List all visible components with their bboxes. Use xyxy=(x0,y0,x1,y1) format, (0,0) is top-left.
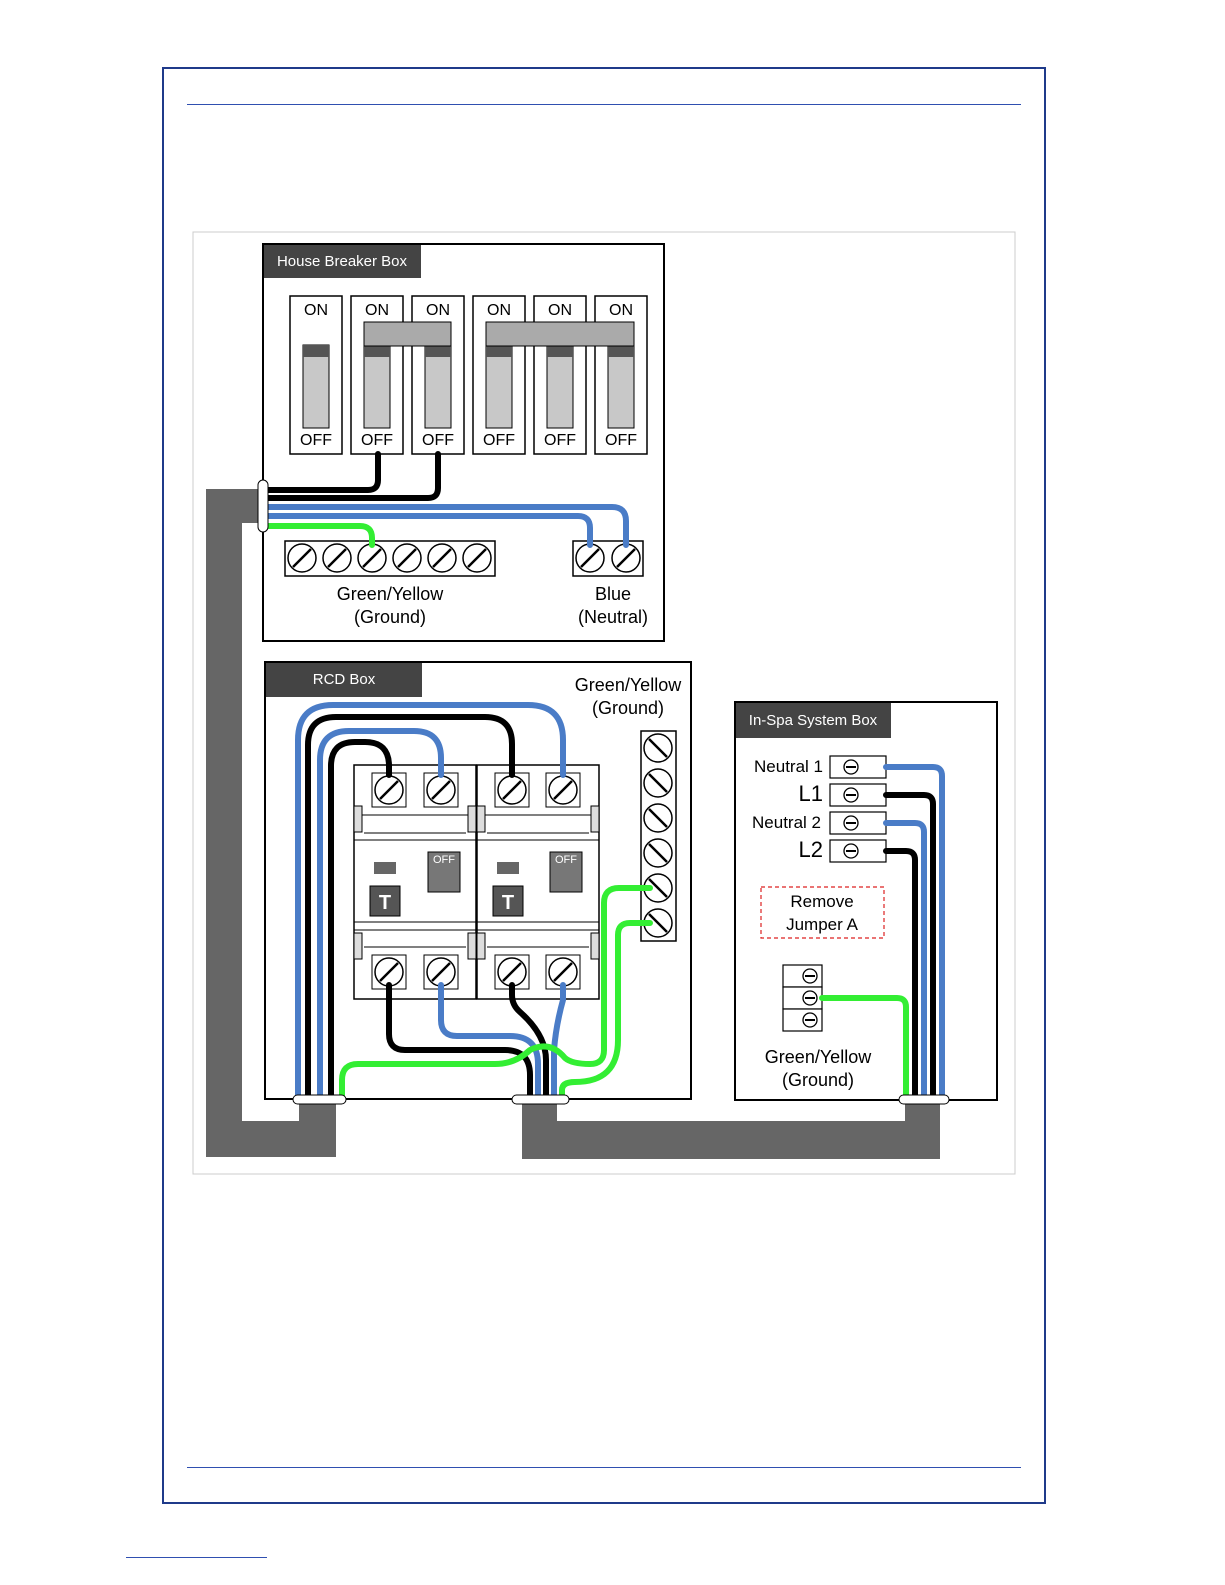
house-neutral-label-1: Blue xyxy=(595,584,631,604)
breaker-off-label: OFF xyxy=(300,432,332,449)
breaker-5[interactable]: ON OFF xyxy=(534,296,586,454)
breaker-2[interactable]: ON OFF xyxy=(351,296,403,454)
test-button-label: T xyxy=(379,892,391,914)
spa-ground-label-2: (Ground) xyxy=(782,1070,854,1090)
spa-box-title-tab: In-Spa System Box xyxy=(736,703,891,738)
breaker-6[interactable]: ON OFF xyxy=(595,296,647,454)
house-neutral-label-2: (Neutral) xyxy=(578,607,648,627)
spa-box-title: In-Spa System Box xyxy=(749,712,878,729)
breaker-on-label: ON xyxy=(365,302,389,319)
spa-box: In-Spa System Box Neutral 1 L1 Neutral 2… xyxy=(735,702,997,1104)
breaker-on-label: ON xyxy=(426,302,450,319)
spa-ground-label-1: Green/Yellow xyxy=(765,1047,872,1067)
rcd-gland-out xyxy=(512,1095,569,1104)
breaker-off-label: OFF xyxy=(422,432,454,449)
house-breaker-box: House Breaker Box ON OFF ON OFF ON xyxy=(258,244,664,641)
spa-cable-gland xyxy=(899,1095,949,1104)
breaker-off-label: OFF xyxy=(361,432,393,449)
switch-off-label: OFF xyxy=(433,854,455,866)
house-box-title: House Breaker Box xyxy=(277,253,408,270)
rcd-indicator xyxy=(497,862,519,874)
rcd-switch[interactable]: OFF xyxy=(428,852,460,892)
breaker-on-label: ON xyxy=(548,302,572,319)
breaker-on-label: ON xyxy=(609,302,633,319)
rcd-switch[interactable]: OFF xyxy=(550,852,582,892)
breaker-off-label: OFF xyxy=(483,432,515,449)
house-ground-label-1: Green/Yellow xyxy=(337,584,444,604)
terminal-neutral1-label: Neutral 1 xyxy=(754,757,823,776)
house-ground-label-2: (Ground) xyxy=(354,607,426,627)
rcd-unit-2: T OFF xyxy=(477,765,599,999)
terminal-l2-label: L2 xyxy=(799,837,823,862)
note-line2: Jumper A xyxy=(786,915,858,934)
rcd-test-button[interactable]: T xyxy=(493,886,523,916)
house-box-title-tab: House Breaker Box xyxy=(264,245,421,278)
conduit-rcd-to-spa xyxy=(522,1099,940,1159)
rcd-box-title: RCD Box xyxy=(313,671,376,688)
rcd-gland-in xyxy=(293,1095,346,1104)
note-line1: Remove xyxy=(790,892,853,911)
rcd-box: RCD Box Green/Yellow (Ground) T OFF xyxy=(265,662,691,1104)
rcd-ground-bar xyxy=(641,731,676,941)
breaker-off-label: OFF xyxy=(605,432,637,449)
switch-off-label: OFF xyxy=(555,854,577,866)
breaker-on-label: ON xyxy=(487,302,511,319)
test-button-label: T xyxy=(502,892,514,914)
rcd-indicator xyxy=(374,862,396,874)
breaker-1[interactable]: ON OFF xyxy=(290,296,342,454)
breaker-tie-bar-3pole xyxy=(486,322,634,346)
breaker-tie-bar-2pole xyxy=(364,322,451,346)
rcd-box-title-tab: RCD Box xyxy=(266,663,422,697)
remove-jumper-note: Remove Jumper A xyxy=(761,887,884,938)
rcd-unit-1: T OFF xyxy=(354,765,476,999)
breaker-4[interactable]: ON OFF xyxy=(473,296,525,454)
breaker-on-label: ON xyxy=(304,302,328,319)
breaker-3[interactable]: ON OFF xyxy=(412,296,464,454)
terminal-l1-label: L1 xyxy=(799,781,823,806)
terminal-neutral2-label: Neutral 2 xyxy=(752,813,821,832)
breaker-off-label: OFF xyxy=(544,432,576,449)
house-cable-gland xyxy=(258,480,268,532)
rcd-ground-label-2: (Ground) xyxy=(592,698,664,718)
rcd-ground-label-1: Green/Yellow xyxy=(575,675,682,695)
rcd-test-button[interactable]: T xyxy=(370,886,400,916)
